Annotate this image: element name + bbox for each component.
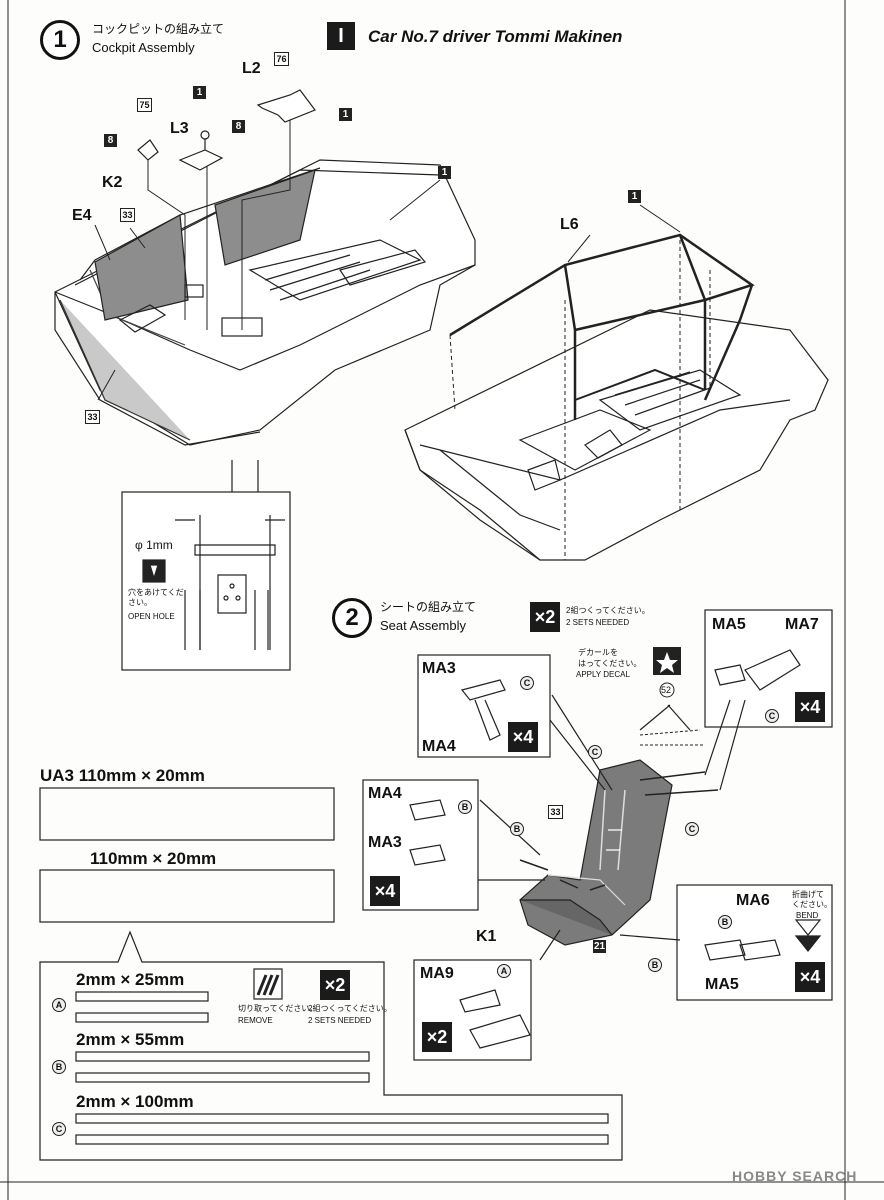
part-33b: 33	[85, 410, 100, 424]
step-2-title-en: Seat Assembly	[380, 618, 466, 633]
car-note-symbol: I	[327, 22, 355, 50]
ma3-left: MA3	[368, 834, 402, 851]
part-33a: 33	[120, 208, 135, 222]
part-21: 21	[593, 940, 606, 953]
x4-right: ×4	[795, 692, 825, 722]
x4-left: ×4	[370, 876, 400, 906]
part-33-seat: 33	[548, 805, 563, 819]
decal-jp-1: デカールを	[578, 648, 618, 657]
part-1d: 1	[628, 190, 641, 203]
part-l2: L2	[242, 60, 261, 77]
part-l6: L6	[560, 216, 579, 233]
label-c-3: C	[588, 745, 602, 759]
bend-en: BEND	[796, 911, 819, 920]
ma4-top: MA4	[422, 738, 456, 755]
strap-c-size: 2mm × 100mm	[76, 1092, 194, 1111]
label-b-3: B	[648, 958, 662, 972]
step-2-title-jp: シートの組み立て	[380, 600, 477, 614]
ma7: MA7	[785, 616, 819, 633]
car-note-text: Car No.7 driver Tommi Makinen	[368, 27, 623, 46]
step-2-mult-jp: 2組つくってください。	[566, 606, 650, 615]
step-2-mult-en: 2 SETS NEEDED	[566, 618, 630, 627]
label-a-1: A	[497, 964, 511, 978]
template-ua3-title: UA3 110mm × 20mm	[40, 766, 205, 785]
strap-sets-jp: 2組つくってください。	[308, 1004, 392, 1013]
remove-jp: 切り取ってください。	[238, 1004, 318, 1013]
label-c-1: C	[520, 676, 534, 690]
step-1-title-jp: コックピットの組み立て	[92, 22, 225, 36]
ma5-bottom: MA5	[705, 976, 739, 993]
strap-b-size: 2mm × 55mm	[76, 1030, 185, 1049]
step-1-title-en: Cockpit Assembly	[92, 40, 195, 55]
x2-ma9: ×2	[422, 1022, 452, 1052]
ma5-right: MA5	[712, 616, 746, 633]
step-1-number: 1	[40, 20, 80, 60]
part-8b: 8	[232, 120, 245, 133]
part-k2: K2	[102, 174, 123, 191]
decal-en: APPLY DECAL	[576, 670, 630, 679]
watermark: HOBBY SEARCH	[732, 1168, 858, 1184]
drill-instruction-en: OPEN HOLE	[128, 612, 175, 621]
strap-label-c: C	[52, 1122, 66, 1136]
label-c-4: C	[685, 822, 699, 836]
x4-bottom: ×4	[795, 962, 825, 992]
ma6: MA6	[736, 892, 770, 909]
part-8a: 8	[104, 134, 117, 147]
part-1b: 1	[193, 86, 206, 99]
ma9: MA9	[420, 965, 454, 982]
part-76: 76	[274, 52, 289, 66]
drill-size: φ 1mm	[135, 538, 173, 552]
part-75: 75	[137, 98, 152, 112]
bend-jp-2: ください。	[792, 900, 832, 909]
drill-instruction-jp: 穴をあけてください。	[128, 588, 184, 607]
label-b-4: B	[718, 915, 732, 929]
part-k1: K1	[476, 928, 497, 945]
template-second-title: 110mm × 20mm	[90, 849, 217, 868]
strap-sets-en: 2 SETS NEEDED	[308, 1016, 372, 1025]
part-1c: 1	[438, 166, 451, 179]
decal-number: 52	[661, 685, 672, 695]
label-b-2: B	[458, 800, 472, 814]
part-l3: L3	[170, 120, 189, 137]
strap-a-size: 2mm × 25mm	[76, 970, 185, 989]
x4-top: ×4	[508, 722, 538, 752]
part-e4: E4	[72, 207, 92, 224]
strap-label-a: A	[52, 998, 66, 1012]
label-b-1: B	[510, 822, 524, 836]
ma4-left: MA4	[368, 785, 402, 802]
step-2-number: 2	[332, 598, 372, 638]
label-c-2: C	[765, 709, 779, 723]
bend-jp-1: 折曲げて	[792, 890, 824, 899]
strap-x2: ×2	[320, 970, 350, 1000]
part-1a: 1	[339, 108, 352, 121]
remove-en: REMOVE	[238, 1016, 273, 1025]
strap-label-b: B	[52, 1060, 66, 1074]
step-2-multiplier: ×2	[530, 602, 560, 632]
decal-jp-2: はってください。	[578, 659, 642, 668]
ma3-top: MA3	[422, 660, 456, 677]
